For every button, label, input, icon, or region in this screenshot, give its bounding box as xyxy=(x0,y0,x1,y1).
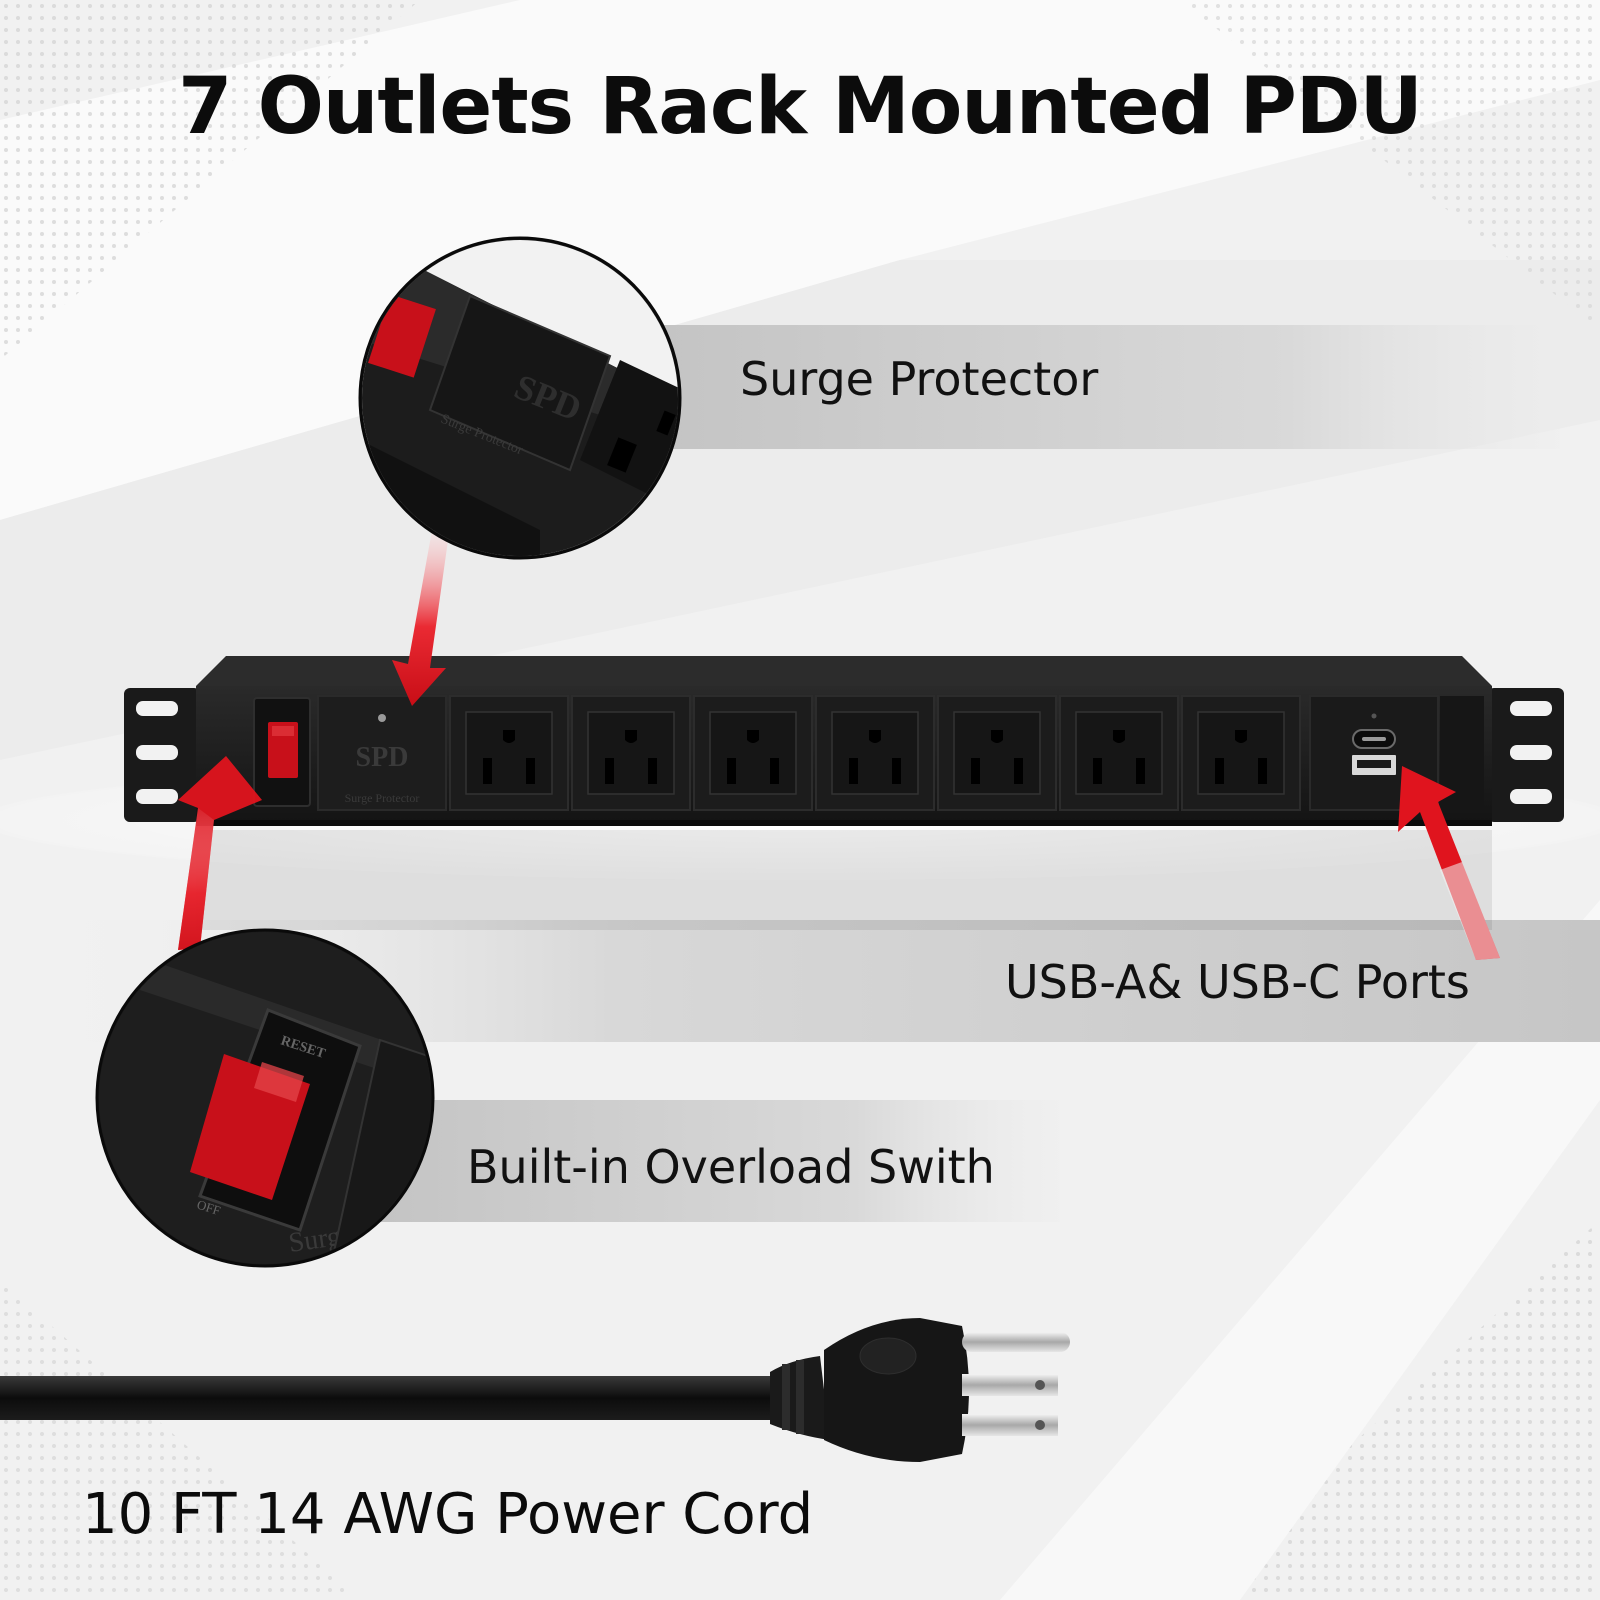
outlet-6[interactable] xyxy=(1059,695,1179,811)
svg-text:Surg: Surg xyxy=(287,1221,343,1259)
outlets-group xyxy=(449,695,1301,811)
usb-ports-label: USB-A& USB-C Ports xyxy=(1005,955,1470,1009)
power-cord-label: 10 FT 14 AWG Power Cord xyxy=(82,1482,814,1547)
spd-arrow xyxy=(392,508,452,706)
off-text: OFF xyxy=(195,1197,222,1219)
outlet-5[interactable] xyxy=(937,695,1057,811)
overload-switch-label: Built-in Overload Swith xyxy=(467,1140,995,1194)
callout-arrows xyxy=(178,508,1500,960)
outlet-1[interactable] xyxy=(449,695,569,811)
surge-band xyxy=(660,325,1560,449)
pdu-strip: SPD Surge Protector xyxy=(124,656,1564,930)
outlet-2[interactable] xyxy=(571,695,691,811)
switch-zoom-circle: RESET OFF S Surg xyxy=(95,928,435,1268)
prong-bottom xyxy=(962,1414,1058,1436)
outlet-3[interactable] xyxy=(693,695,813,811)
page-title: 7 Outlets Rack Mounted PDU xyxy=(178,62,1423,152)
surge-protector-label: Surge Protector xyxy=(740,352,1099,406)
outlet-4[interactable] xyxy=(815,695,935,811)
spd-sub-label: Surge Protector xyxy=(345,791,420,805)
spd-led xyxy=(378,714,386,722)
power-cord xyxy=(0,1318,1070,1462)
prong-top xyxy=(962,1374,1058,1396)
ground-pin xyxy=(962,1332,1070,1352)
outlet-7[interactable] xyxy=(1181,695,1301,811)
spd-label: SPD xyxy=(356,742,409,773)
switch-band xyxy=(380,1100,1060,1222)
spd-zoom-circle: SPD Surge Protector xyxy=(358,236,682,560)
